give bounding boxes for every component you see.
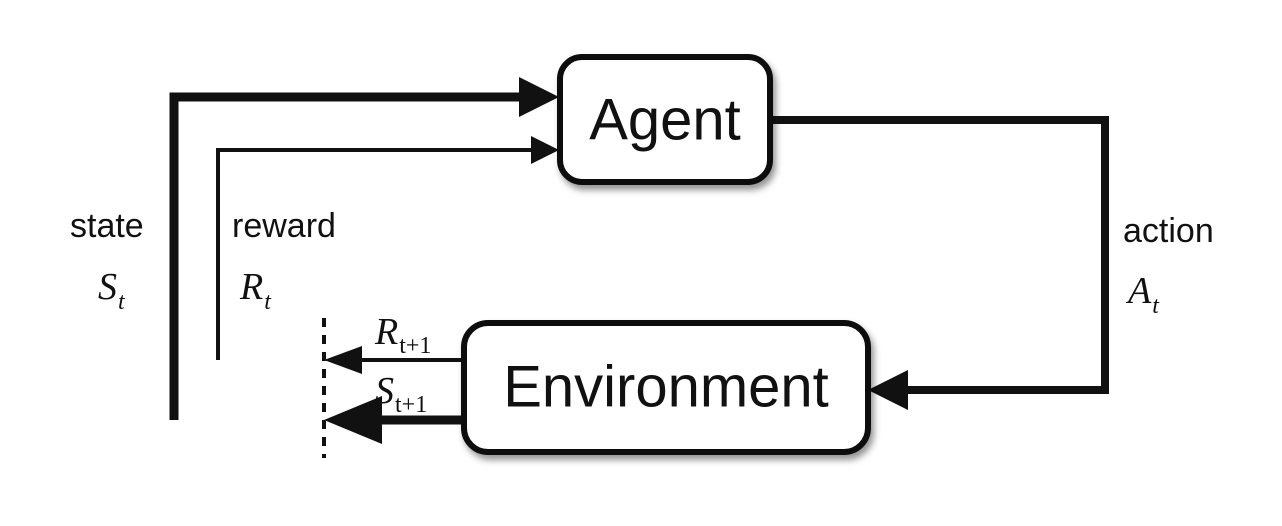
reward-symbol-subscript: t [264, 289, 272, 315]
edge-reward-next [324, 346, 464, 374]
reward-next-symbol-subscript: t+1 [399, 333, 431, 359]
state-next-symbol-base: S [375, 370, 394, 412]
action-edge-line [770, 116, 1109, 394]
reward-next-label-group: Rt+1 [374, 311, 431, 359]
action-symbol-base: A [1125, 270, 1152, 312]
state-label-text: state [70, 207, 144, 245]
agent-box[interactable] [557, 54, 773, 185]
reward-arrowhead-icon [531, 136, 559, 164]
environment-box[interactable] [461, 320, 871, 455]
reward-label-group: reward Rt [232, 207, 336, 315]
reward-next-symbol-base: R [374, 311, 398, 353]
edge-action-to-environment [770, 116, 1109, 410]
action-label-text: action [1123, 212, 1214, 250]
state-next-symbol-subscript: t+1 [395, 392, 427, 418]
reward-next-arrowhead-icon [324, 346, 362, 374]
agent-label: Agent [589, 87, 741, 152]
edge-state-to-agent [169, 77, 559, 420]
state-label-group: state St [70, 207, 144, 315]
action-symbol-subscript: t [1152, 293, 1160, 319]
state-arrowhead-icon [519, 77, 559, 117]
environment-label: Environment [503, 354, 829, 419]
reward-symbol-base: R [239, 266, 263, 308]
state-next-symbol: St+1 [375, 370, 427, 418]
reward-label-text: reward [232, 207, 336, 245]
action-label-group: action At [1123, 212, 1214, 319]
state-next-label-group: St+1 [375, 370, 427, 418]
state-symbol: St [98, 266, 126, 315]
environment-node[interactable]: Environment [461, 320, 871, 455]
state-symbol-base: S [98, 266, 117, 308]
edge-reward-to-agent [216, 136, 559, 360]
reward-symbol: Rt [239, 266, 272, 315]
action-symbol: At [1125, 270, 1160, 319]
agent-node[interactable]: Agent [557, 54, 773, 185]
reward-edge-line [216, 148, 534, 360]
state-next-arrowhead-icon [324, 396, 382, 444]
reward-next-symbol: Rt+1 [374, 311, 431, 359]
state-symbol-subscript: t [118, 289, 126, 315]
state-edge-line [169, 92, 524, 420]
edge-state-next [324, 396, 464, 444]
action-arrowhead-icon [868, 370, 908, 410]
